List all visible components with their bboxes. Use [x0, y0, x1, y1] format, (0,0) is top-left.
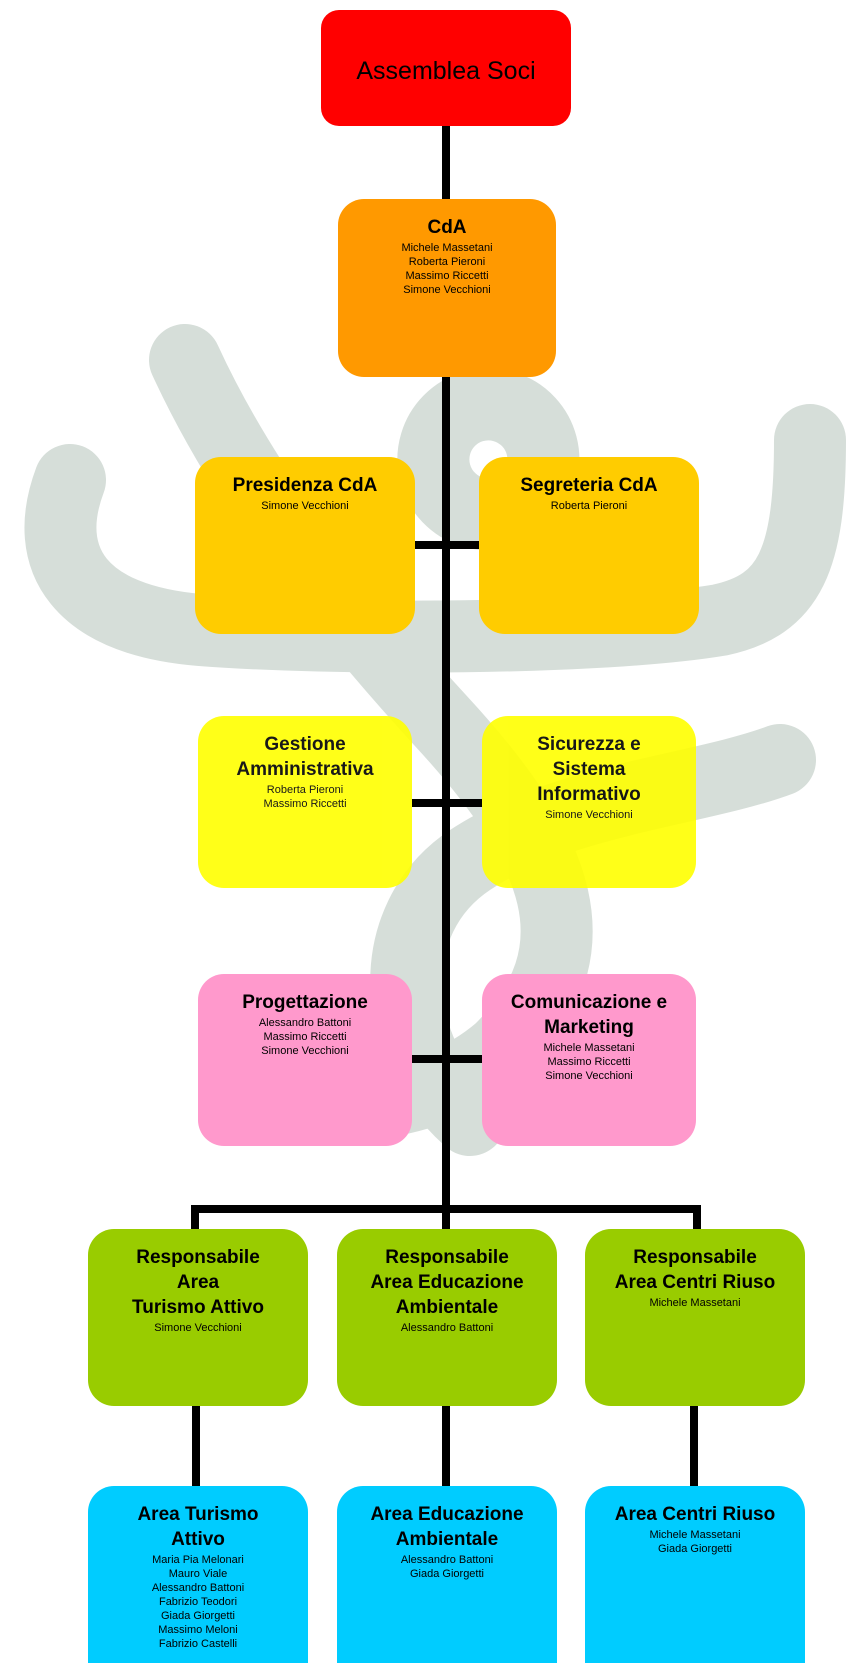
- node-title: Responsabile Area Centri Riuso: [614, 1247, 776, 1293]
- person-name: Massimo Meloni: [158, 1624, 238, 1636]
- node-segreteria-cda: Segreteria CdA Roberta Pieroni: [479, 457, 699, 634]
- node-title: CdA: [427, 217, 467, 238]
- person-name: Roberta Pieroni: [408, 256, 486, 268]
- person-name: Fabrizio Castelli: [158, 1638, 238, 1650]
- node-title: Progettazione: [242, 992, 368, 1013]
- node-title: Segreteria CdA: [520, 475, 658, 496]
- person-name: Simone Vecchioni: [154, 1322, 242, 1334]
- node-title: Assemblea Soci: [356, 57, 536, 85]
- node-responsabile-centri-riuso: Responsabile Area Centri Riuso Michele M…: [585, 1229, 805, 1406]
- node-title: Gestione Amministrativa: [236, 734, 374, 780]
- person-name: Simone Vecchioni: [545, 809, 633, 821]
- person-name: Roberta Pieroni: [550, 500, 628, 512]
- node-title: Area Educazione Ambientale: [370, 1504, 524, 1550]
- node-presidenza-cda: Presidenza CdA Simone Vecchioni: [195, 457, 415, 634]
- person-name: Giada Giorgetti: [658, 1543, 732, 1555]
- person-name: Michele Massetani: [543, 1042, 635, 1054]
- node-responsabile-educazione-ambientale: Responsabile Area Educazione Ambientale …: [337, 1229, 557, 1406]
- person-name: Giada Giorgetti: [410, 1568, 484, 1580]
- person-name: Giada Giorgetti: [161, 1610, 235, 1622]
- node-people: Simone Vecchioni: [201, 499, 409, 513]
- person-name: Mauro Viale: [168, 1568, 228, 1580]
- node-sicurezza-sistema-informativo: Sicurezza e Sistema Informativo Simone V…: [482, 716, 696, 888]
- node-responsabile-turismo-attivo: Responsabile Area Turismo Attivo Simone …: [88, 1229, 308, 1406]
- node-title: Presidenza CdA: [232, 475, 378, 496]
- person-name: Alessandro Battoni: [400, 1554, 494, 1566]
- person-name: Massimo Riccetti: [263, 1031, 347, 1043]
- node-title: Responsabile Area Educazione Ambientale: [370, 1247, 524, 1318]
- person-name: Simone Vecchioni: [403, 284, 491, 296]
- person-name: Michele Massetani: [649, 1297, 741, 1309]
- node-title: Area Turismo Attivo: [137, 1504, 259, 1550]
- person-name: Simone Vecchioni: [545, 1070, 633, 1082]
- person-name: Alessandro Battoni: [151, 1582, 245, 1594]
- node-title: Responsabile Area Turismo Attivo: [132, 1247, 264, 1318]
- person-name: Maria Pia Melonari: [152, 1554, 244, 1566]
- person-name: Alessandro Battoni: [400, 1322, 494, 1334]
- node-people: Simone Vecchioni: [94, 1321, 302, 1335]
- person-name: Roberta Pieroni: [266, 784, 344, 796]
- node-assemblea-soci: Assemblea Soci: [321, 10, 571, 126]
- person-name: Michele Massetani: [649, 1529, 741, 1541]
- node-people: Simone Vecchioni: [488, 808, 690, 822]
- person-name: Simone Vecchioni: [261, 500, 349, 512]
- person-name: Fabrizio Teodori: [158, 1596, 238, 1608]
- node-title: Comunicazione e Marketing: [510, 992, 668, 1038]
- node-people: Michele Massetani: [591, 1296, 799, 1310]
- node-area-educazione-ambientale: Area Educazione Ambientale Alessandro Ba…: [337, 1486, 557, 1663]
- person-name: Alessandro Battoni: [258, 1017, 352, 1029]
- person-name: Simone Vecchioni: [261, 1045, 349, 1057]
- person-name: Massimo Riccetti: [547, 1056, 631, 1068]
- node-people: Alessandro Battoni: [343, 1321, 551, 1335]
- person-name: Massimo Riccetti: [263, 798, 347, 810]
- person-name: Michele Massetani: [401, 242, 493, 254]
- node-people: Roberta Pieroni: [485, 499, 693, 513]
- node-comunicazione-marketing: Comunicazione e Marketing Michele Masset…: [482, 974, 696, 1146]
- node-title: Area Centri Riuso: [614, 1504, 776, 1525]
- person-name: Massimo Riccetti: [405, 270, 489, 282]
- node-title: Sicurezza e Sistema Informativo: [537, 734, 641, 805]
